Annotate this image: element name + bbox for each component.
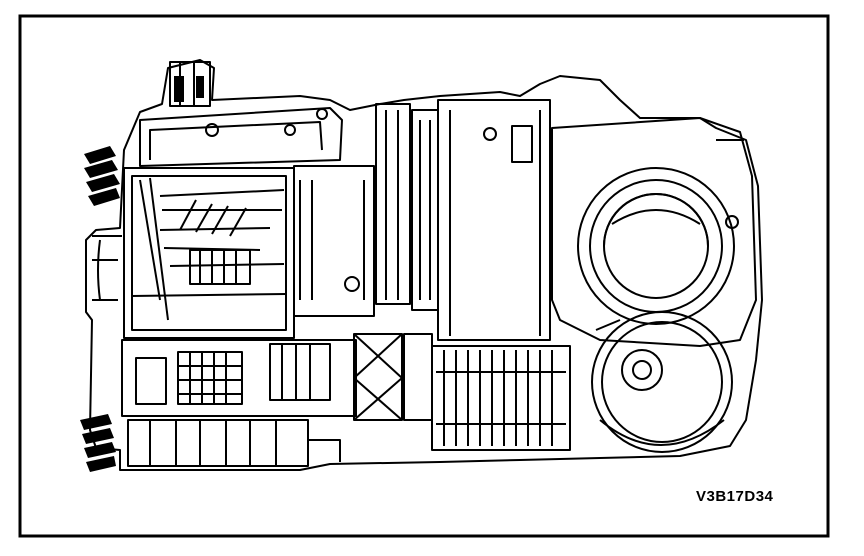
top-intake (169, 61, 211, 107)
mount-hole (483, 127, 497, 141)
filter-element (431, 345, 571, 451)
upper-louver (84, 146, 120, 206)
blower-housing (551, 117, 757, 347)
housing-outline (85, 59, 763, 471)
mixing-chamber (293, 165, 375, 317)
lower-louver (80, 414, 116, 472)
evaporator-housing (437, 99, 551, 341)
recirc-door (353, 333, 403, 421)
reference-code: V3B17D34 (696, 488, 774, 505)
blower-inlet-ring (577, 167, 735, 325)
lower-air-outlet (121, 339, 357, 417)
mount-hole (284, 124, 296, 136)
figure-frame (18, 14, 830, 538)
mount-hole (205, 123, 219, 137)
distribution-panel (139, 107, 343, 167)
blower-fan-wheel (591, 311, 733, 453)
